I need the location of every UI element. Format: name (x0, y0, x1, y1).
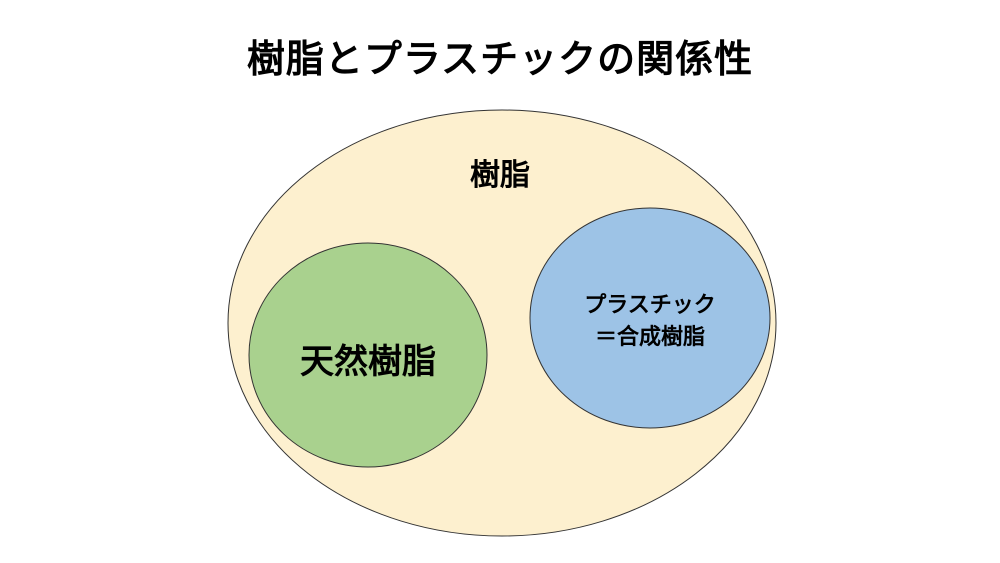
plastic-label-line2: ＝合成樹脂 (594, 325, 705, 350)
plastic-label-line1: プラスチック (584, 293, 716, 318)
diagram-title: 樹脂とプラスチックの関係性 (246, 37, 754, 81)
natural-resin-circle (248, 242, 488, 468)
plastic-circle (529, 207, 771, 429)
resin-label: 樹脂 (470, 158, 530, 193)
plastic-label: プラスチック ＝合成樹脂 (540, 290, 760, 354)
natural-resin-label: 天然樹脂 (300, 342, 436, 382)
